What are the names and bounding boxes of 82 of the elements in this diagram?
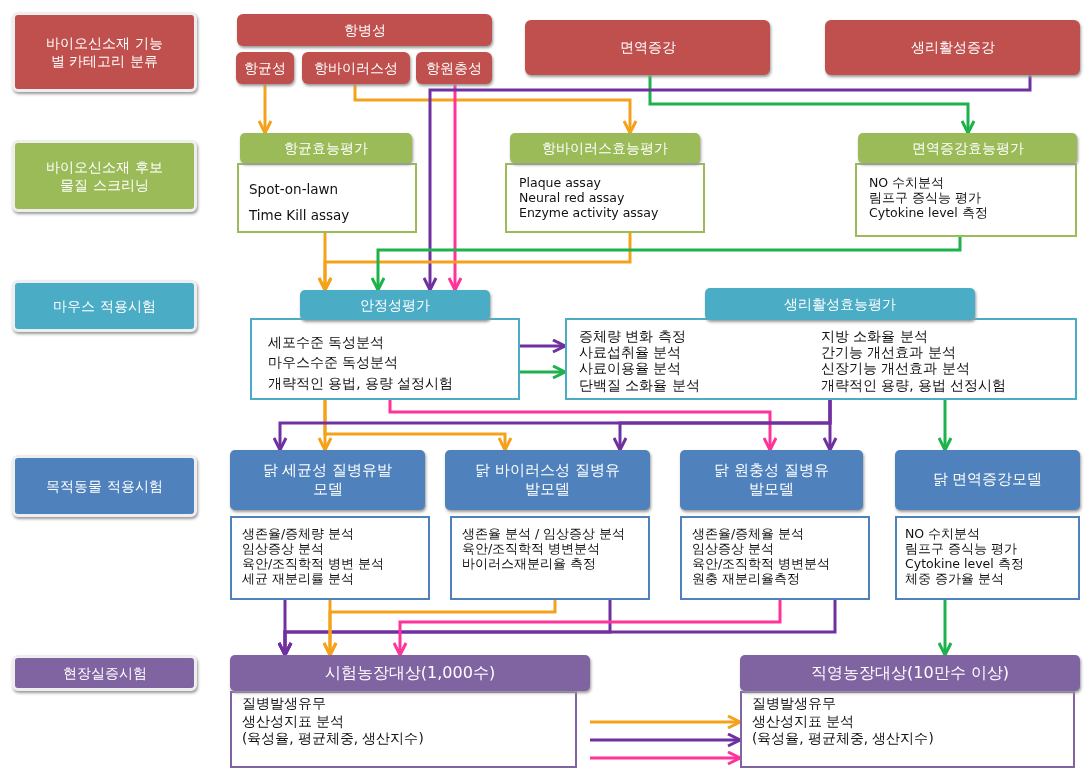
list-item: 육안/조직학적 병변분석 (692, 556, 832, 571)
list-item: 질병발생유무 (242, 695, 327, 713)
list-item: NO 수치분석 (905, 526, 982, 541)
category-box: 생리활성증강 (825, 20, 1080, 75)
list-item: NO 수치분석 (869, 175, 946, 190)
list-item: (육성율, 평균체중, 생산지수) (752, 730, 935, 748)
category-box: 항바이러스성 (302, 52, 410, 84)
list-item: 림프구 증식능 평가 (905, 541, 1018, 556)
row-label: 현장실증시험 (12, 655, 197, 691)
list-item: 체중 증가율 분석 (905, 571, 1005, 586)
arrow (388, 400, 778, 452)
row-label: 바이오신소재 기능별 카테고리 분류 (12, 12, 197, 92)
arrow (422, 75, 1032, 292)
arrow (323, 400, 513, 452)
header-tab: 생리활성효능평가 (705, 288, 975, 320)
arrow (257, 84, 273, 135)
arrow (370, 237, 962, 292)
header-tab: 닭 세균성 질병유발모델 (230, 450, 425, 510)
list-item: 원충 재분리율측정 (692, 571, 801, 586)
list-item: Cytokine level 측정 (869, 205, 989, 220)
arrow (277, 600, 837, 657)
list-item: 간기능 개선효과 분석 (821, 344, 957, 361)
header-tab: 안정성평가 (300, 290, 490, 320)
list-item: 림프구 증식능 평가 (869, 190, 982, 205)
arrow (322, 600, 557, 657)
list-item: 육안/조직학적 병변 분석 (242, 556, 386, 571)
header-tab: 닭 바이러스성 질병유발모델 (445, 450, 650, 510)
list-item: 지방 소화율 분석 (821, 328, 929, 345)
list-item: 임상증상 분석 (692, 541, 775, 556)
list-item: 육안/조직학적 병변분석 (462, 541, 602, 556)
header-tab: 항균효능평가 (240, 133, 412, 163)
header-tab: 닭 면역증강모델 (895, 450, 1080, 510)
category-box: 면역증강 (525, 20, 770, 75)
row-label: 바이오신소재 후보물질 스크리닝 (12, 140, 197, 212)
arrow (822, 400, 838, 452)
list-item: 생산성지표 분석 (752, 712, 856, 731)
list-item: 사료이용율 분석 (579, 360, 683, 377)
list-item: 사료섭취율 분석 (579, 344, 683, 361)
list-item: 세균 재분리률 분석 (242, 571, 355, 586)
arrow (590, 732, 742, 748)
list-item: Time Kill assay (249, 205, 351, 225)
arrow (648, 75, 976, 135)
list-item: 생존율 분석 / 임상증상 분석 (462, 526, 627, 541)
list-item: 임상증상 분석 (242, 541, 325, 556)
row-label: 마우스 적용시험 (12, 280, 197, 332)
arrow (520, 364, 567, 380)
list-item: 바이러스재분리율 측정 (462, 556, 597, 571)
list-item: 질병발생유무 (752, 695, 837, 713)
header-tab: 닭 원충성 질병유발모델 (680, 450, 863, 510)
list-item: 증체량 변화 측정 (579, 328, 687, 345)
list-item: Cytokine level 측정 (905, 556, 1025, 571)
header-tab: 시험농장대상(1,000수) (230, 655, 590, 691)
arrow (392, 600, 782, 657)
header-tab: 면역증강효능평가 (858, 133, 1077, 163)
list-item: 생존율/증체량 분석 (242, 526, 356, 541)
list-item: 단백질 소화율 분석 (579, 376, 701, 393)
arrow (353, 84, 638, 135)
list-item: 세포수준 독성분석 (268, 333, 386, 352)
arrow (590, 750, 742, 766)
category-box: 항병성 (237, 14, 492, 46)
category-box: 항균성 (236, 52, 294, 84)
arrow (317, 233, 632, 292)
header-tab: 항바이러스효능평가 (510, 133, 700, 163)
list-item: Neural red assay (519, 190, 626, 205)
list-item: 개략적인 용량, 용법 선정시험 (821, 376, 1008, 393)
list-item: Spot-on-lawn (249, 180, 340, 199)
header-tab: 직영농장대상(10만수 이상) (740, 655, 1080, 691)
category-box: 항원충성 (416, 52, 492, 84)
list-item: 개략적인 용법, 용량 설정시험 (268, 373, 455, 393)
list-item: 생산성지표 분석 (242, 712, 346, 731)
list-item: 신장기능 개선효과 분석 (821, 360, 971, 377)
list-item: 생존율/증체율 분석 (692, 526, 806, 541)
list-item: (육성율, 평균체중, 생산지수) (242, 730, 425, 748)
arrow (447, 84, 463, 292)
arrow (520, 338, 567, 354)
arrow (937, 400, 953, 452)
list-item: Enzyme activity assay (519, 205, 660, 220)
list-item: 마우스수준 독성분석 (268, 353, 400, 373)
arrow (590, 714, 742, 730)
row-label: 목적동물 적용시험 (12, 455, 197, 517)
arrow (937, 600, 953, 657)
list-item: Plaque assay (519, 175, 602, 190)
